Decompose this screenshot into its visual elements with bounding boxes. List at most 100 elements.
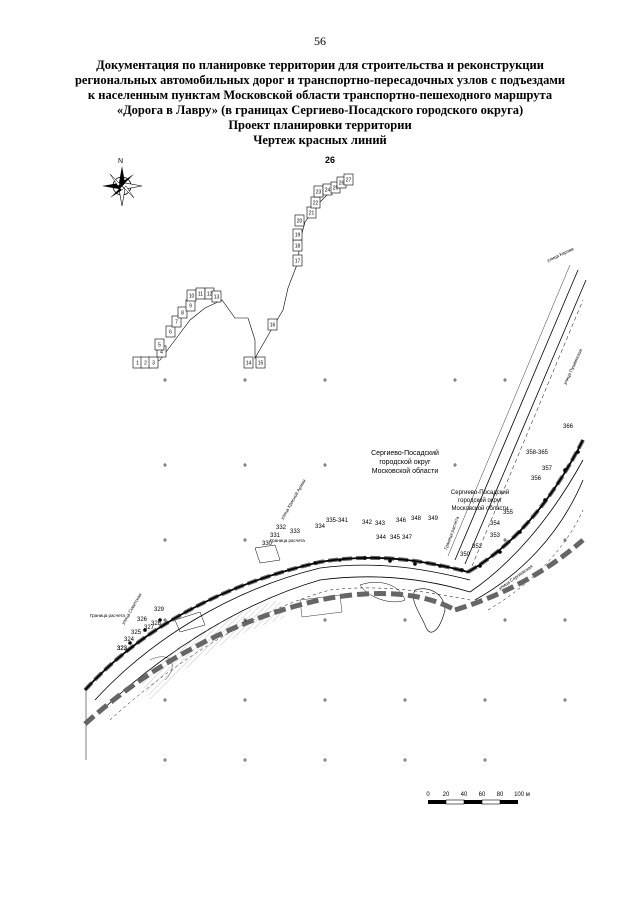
- index-sheet: [243, 356, 254, 369]
- point-label: 323: [117, 646, 128, 652]
- index-sheet-label: 4: [160, 350, 163, 356]
- grid-cross: [243, 538, 247, 542]
- index-sheet-label: 19: [295, 233, 301, 239]
- red-line-points: 3223233243253263273283293303313323333343…: [117, 424, 580, 652]
- index-sheet-label: 7: [175, 320, 178, 326]
- street-label: улица Красной Армии: [279, 477, 307, 520]
- grid-cross: [323, 698, 327, 702]
- grid-cross: [323, 758, 327, 762]
- grid-cross: [323, 463, 327, 467]
- hatched-zone: [140, 600, 285, 700]
- index-sheet: [211, 290, 222, 303]
- point-label: 331: [270, 533, 281, 539]
- index-sheet-label: 17: [295, 259, 301, 265]
- header-line: Чертеж красных линий: [253, 133, 387, 147]
- index-sheet-label: 13: [214, 295, 220, 301]
- grid-cross: [323, 618, 327, 622]
- index-sheet: [177, 306, 188, 319]
- index-sheet-label: 16: [270, 323, 276, 329]
- header-line: к населенным пунктам Московской области …: [87, 88, 553, 102]
- index-sheet-label: 9: [189, 304, 192, 310]
- grid-cross: [563, 618, 567, 622]
- index-sheet-label: 23: [316, 190, 322, 196]
- header-line: региональных автомобильных дорог и транс…: [74, 73, 566, 87]
- index-sheet: [343, 173, 354, 186]
- header-line: Проект планировки территории: [228, 118, 412, 132]
- index-sheet-label: 5: [158, 343, 161, 349]
- grid-cross: [243, 618, 247, 622]
- point-label: 348: [411, 516, 422, 522]
- grid-cross: [503, 618, 507, 622]
- index-top-label: 26: [325, 155, 335, 165]
- point-label: 346: [396, 518, 407, 524]
- point-marker: [498, 550, 502, 554]
- point-label: 355: [503, 510, 514, 516]
- district-label-line: Московской области: [372, 467, 439, 475]
- grid-cross: [403, 758, 407, 762]
- grid-cross: [243, 378, 247, 382]
- street-label: улица Сергиевская: [498, 563, 534, 590]
- point-label: 326: [137, 617, 148, 623]
- point-label: 353: [490, 533, 501, 539]
- index-sheet-label: 3: [152, 361, 155, 367]
- grid-cross: [563, 538, 567, 542]
- point-label: 328: [151, 621, 162, 627]
- district-label-line: Сергиево-Посадский: [371, 449, 439, 457]
- point-marker: [460, 568, 464, 572]
- index-sheet: [294, 214, 305, 227]
- index-sheet: [292, 228, 303, 241]
- index-sheet: [292, 254, 303, 267]
- street-label: улица Пушкинская: [562, 348, 583, 386]
- point-marker: [338, 558, 342, 562]
- grid-cross: [483, 758, 487, 762]
- point-label: 347: [402, 535, 413, 541]
- district-label-line: городской округ: [458, 497, 503, 504]
- header-line: «Дорога в Лавру» (в границах Сергиево-По…: [116, 103, 524, 117]
- point-label: 350: [460, 552, 471, 558]
- index-sheet-label: 2: [144, 361, 147, 367]
- point-marker: [413, 562, 417, 566]
- index-sheet-label: 14: [246, 361, 252, 367]
- point-label: 344: [376, 535, 387, 541]
- point-label: 329: [154, 607, 165, 613]
- point-marker: [438, 564, 442, 568]
- district-label: Сергиево-Посадский городской округ Моско…: [451, 489, 509, 512]
- point-label: 325: [131, 630, 142, 636]
- point-label: 332: [276, 525, 287, 531]
- point-label: 342: [362, 520, 373, 526]
- grid-cross: [243, 698, 247, 702]
- grid-cross: [403, 698, 407, 702]
- coordinate-grid: [163, 378, 567, 762]
- district-label-line: Московской области: [451, 505, 508, 512]
- index-sheet: [154, 338, 165, 351]
- grid-cross: [483, 698, 487, 702]
- scale-tick: 20: [443, 792, 450, 798]
- point-marker: [158, 618, 162, 622]
- grid-cross: [163, 698, 167, 702]
- point-label: 343: [375, 521, 386, 527]
- point-label: 334: [315, 524, 326, 530]
- index-sheet: [255, 356, 266, 369]
- index-sheet-label: 15: [258, 361, 264, 367]
- point-label: 354: [490, 521, 501, 527]
- point-label: 356: [531, 476, 542, 482]
- point-marker: [388, 559, 392, 563]
- grid-cross: [453, 378, 457, 382]
- index-sheet-label: 25: [333, 186, 339, 192]
- grid-cross: [163, 758, 167, 762]
- grid-cross: [163, 538, 167, 542]
- index-sheet: [267, 318, 278, 331]
- grid-cross: [503, 538, 507, 542]
- index-sheet-label: 26: [339, 181, 345, 187]
- point-label: 330: [262, 541, 273, 547]
- point-marker: [128, 641, 132, 645]
- compass-rose-icon: [102, 166, 143, 207]
- scale-tick: 60: [479, 792, 486, 798]
- point-marker: [143, 628, 147, 632]
- index-sheet: [165, 325, 176, 338]
- index-sheet-label: 18: [295, 244, 301, 250]
- index-sheet: [148, 356, 159, 369]
- north-label: N: [118, 158, 123, 165]
